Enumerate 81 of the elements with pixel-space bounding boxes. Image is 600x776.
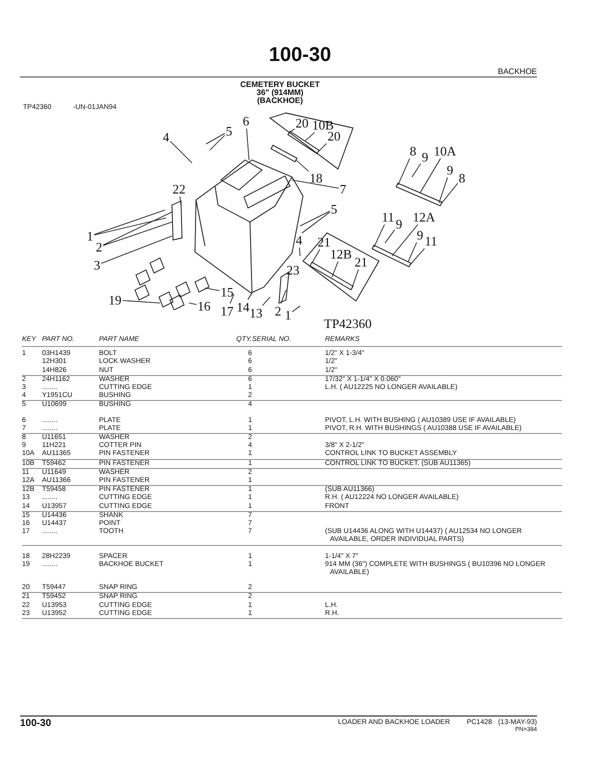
callout-number: 9 <box>396 218 402 230</box>
callout-number: 9 <box>446 164 454 176</box>
heading: CEMETERY BUCKET <box>239 80 321 89</box>
leader-line <box>332 261 338 278</box>
leader-line <box>374 224 385 248</box>
callout-number: 11 <box>424 234 438 248</box>
leader-line <box>300 210 330 226</box>
leader-line <box>288 128 295 134</box>
leader-line <box>420 158 441 194</box>
callout-number: 2 <box>96 240 102 254</box>
leader-line <box>122 300 160 304</box>
callout-number: 8 <box>458 172 466 184</box>
subheading: (BACKHOE) <box>256 96 304 105</box>
leader-line <box>312 249 320 264</box>
leader-line <box>247 292 252 300</box>
leader-line <box>412 163 422 178</box>
leader-line <box>280 290 286 304</box>
leader-line <box>100 236 172 264</box>
leader-line <box>102 222 172 246</box>
callout-number: 5 <box>330 202 338 216</box>
callout-number: 7 <box>340 182 346 196</box>
leader-line <box>204 288 220 292</box>
leader-line <box>299 247 300 256</box>
callout-number: 17 <box>220 304 234 318</box>
callout-number: 4 <box>162 130 170 144</box>
leader-line <box>302 212 330 234</box>
leader-line <box>410 248 425 266</box>
leader-line <box>94 210 166 235</box>
callout-number: 16 <box>198 300 210 312</box>
callout-number: 11 <box>382 210 394 224</box>
leader-line <box>206 133 226 144</box>
callout-number: 12B <box>330 248 352 260</box>
callout-number: 22 <box>172 182 186 196</box>
leader-line <box>304 132 315 142</box>
leader-line <box>188 302 197 305</box>
callout-number: 2 <box>274 304 282 318</box>
callout-number: 19 <box>108 294 122 306</box>
leader-line <box>170 140 192 164</box>
callout-number: 14 <box>236 300 250 314</box>
leader-line <box>246 128 250 160</box>
header-text: BACKHOE <box>498 67 537 76</box>
callout-number: 5 <box>226 124 232 138</box>
callout-number: 9 <box>416 228 424 242</box>
leader-line <box>438 177 448 204</box>
subheading: 36" (914MM) <box>256 88 304 97</box>
leader-line <box>398 158 410 186</box>
callout-number: 1 <box>284 308 292 322</box>
leader-line <box>102 212 172 246</box>
leader-line <box>94 218 166 236</box>
leader-line <box>352 269 359 288</box>
callout-number: 18 <box>310 172 322 184</box>
figure-number: TP42360 <box>324 316 372 332</box>
leader-line <box>262 296 270 306</box>
callout-number: 1 <box>86 230 94 242</box>
leader-line <box>318 143 327 152</box>
callout-number: 15 <box>220 286 234 298</box>
callout-number: 3 <box>94 258 100 272</box>
leader-line <box>230 294 234 304</box>
callout-number: 8 <box>410 144 416 158</box>
leader-line <box>408 242 418 262</box>
callout-number: 4 <box>296 234 302 246</box>
leader-line <box>210 134 226 150</box>
leader-line <box>296 160 309 172</box>
callout-number: 23 <box>286 264 300 276</box>
leader-line <box>440 182 458 204</box>
leader-line <box>392 224 418 256</box>
callout-number: 13 <box>250 306 262 320</box>
callout-number: 10A <box>434 144 456 158</box>
callout-number: 21 <box>354 256 368 268</box>
callout-number: 9 <box>422 150 428 164</box>
leader-line <box>384 229 396 244</box>
page-number: 100-30 <box>20 718 52 729</box>
callout-number: 10B <box>312 118 334 132</box>
callout-number: 6 <box>242 114 250 128</box>
callout-number: 12A <box>412 210 436 224</box>
page-number: 100-30 <box>268 44 332 67</box>
leader-line <box>292 180 340 189</box>
callout-number: 21 <box>318 236 330 248</box>
callout-number: 20 <box>328 130 340 142</box>
callout-number: 20 <box>296 116 308 130</box>
leader-line <box>292 306 300 312</box>
